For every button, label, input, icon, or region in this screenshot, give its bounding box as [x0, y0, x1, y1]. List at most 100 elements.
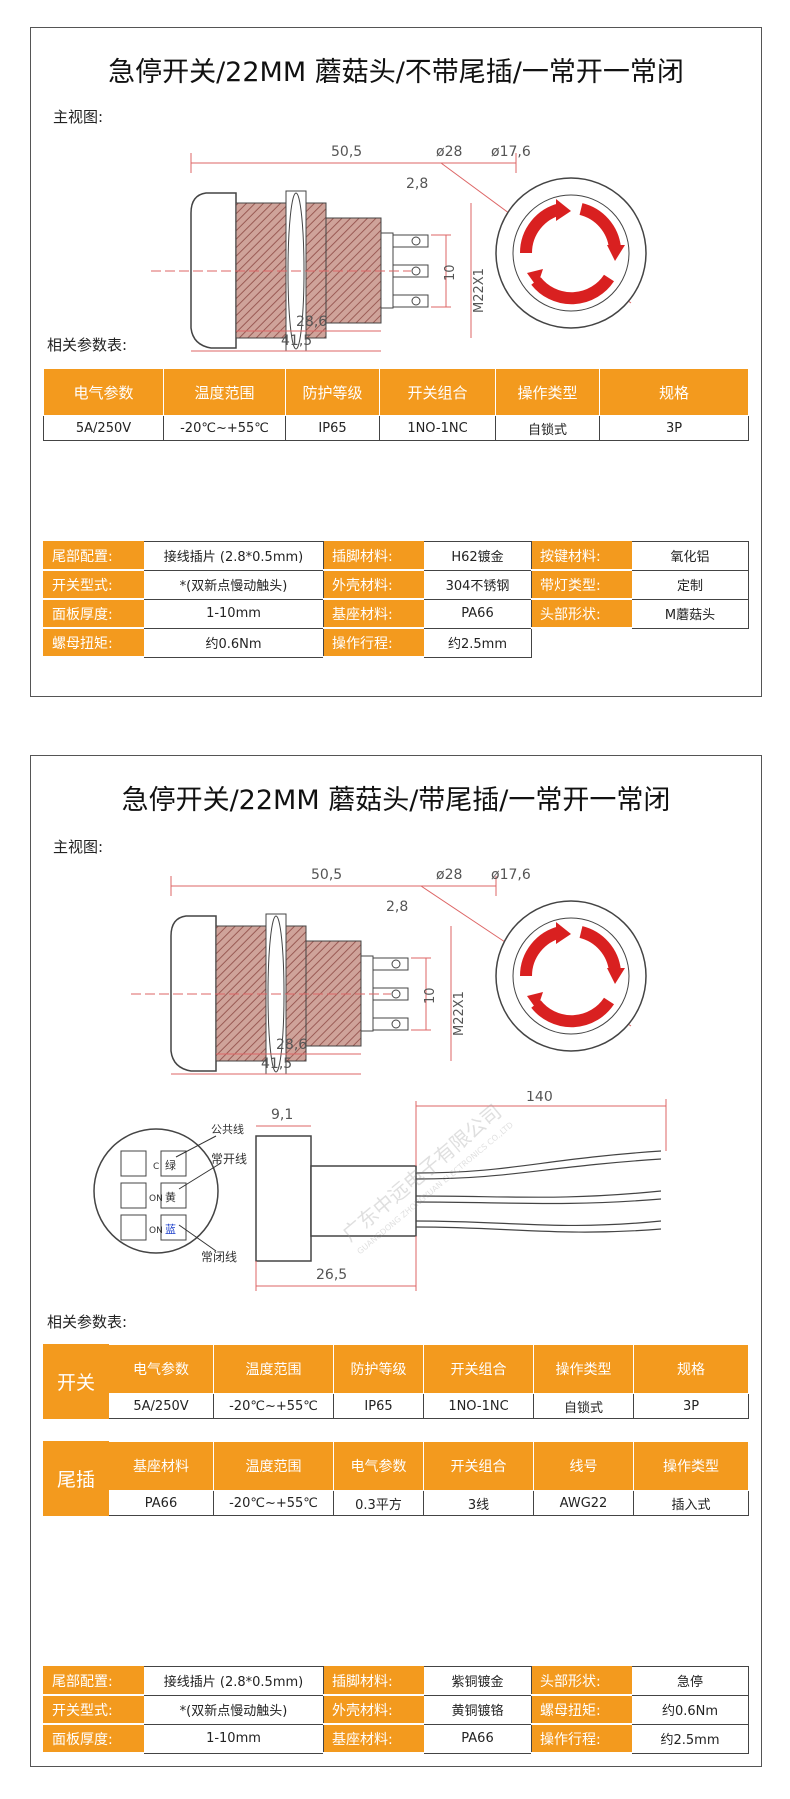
- spec-header: 电气参数: [333, 1441, 424, 1491]
- dim-wire-length: 140: [526, 1091, 553, 1105]
- table-row: 开关 电气参数 温度范围 防护等级 开关组合 操作类型 规格: [43, 1344, 749, 1419]
- dim-pin-span: 10: [423, 987, 438, 1004]
- attr-value: *(双新点慢动触头): [143, 1694, 324, 1725]
- rotation-arrows-icon: [519, 926, 621, 1028]
- dim-pin-span: 10: [443, 264, 458, 281]
- spec-value: 1NO-1NC: [379, 415, 496, 441]
- spec-header: 电气参数: [43, 368, 164, 416]
- spec-value: 自锁式: [533, 1393, 634, 1419]
- spec-value: IP65: [333, 1393, 424, 1419]
- attr-value: PA66: [423, 598, 532, 629]
- switch-spec-table: 开关 电气参数 温度范围 防护等级 开关组合 操作类型 规格 5A/250V -…: [43, 1344, 749, 1419]
- spec-header: 电气参数: [108, 1344, 214, 1394]
- front-view-drawing: 50,5 2,8 10 M22X1 28,6 41,5 ø28: [131, 867, 647, 1075]
- spec-value: 5A/250V: [43, 415, 164, 441]
- attr-value: M蘑菇头: [631, 598, 749, 629]
- attr-value: 定制: [631, 569, 749, 600]
- attribute-table: 尾部配置: 接线插片 (2.8*0.5mm) 插脚材料: 紫铜镀金 头部形状: …: [43, 1666, 749, 1754]
- table-row: 螺母扭矩: 约0.6Nm 操作行程: 约2.5mm: [43, 627, 749, 658]
- spec-header: 开关组合: [423, 1441, 534, 1491]
- attr-value: 黄铜镀铬: [423, 1694, 532, 1725]
- section-title: 急停开关/22MM 蘑菇头/带尾插/一常开一常闭: [121, 785, 671, 816]
- params-label: 相关参数表:: [47, 1313, 128, 1331]
- dim-thread: M22X1: [472, 268, 487, 313]
- spec-header: 规格: [599, 368, 749, 416]
- spec-header-row: 电气参数 温度范围 防护等级 开关组合 操作类型 规格: [43, 368, 749, 416]
- rotation-arrows-icon: [519, 203, 621, 305]
- attr-value: 304不锈钢: [423, 569, 532, 600]
- spec-value: 3P: [633, 1393, 749, 1419]
- dim-length-total: 50,5: [331, 144, 362, 160]
- spec-value: AWG22: [533, 1490, 634, 1516]
- table-row: 尾部配置: 接线插片 (2.8*0.5mm) 插脚材料: 紫铜镀金 头部形状: …: [43, 1666, 749, 1696]
- spec-value: -20℃~+55℃: [163, 415, 286, 441]
- dim-body-length: 28,6: [296, 314, 327, 330]
- spec-value: IP65: [285, 415, 380, 441]
- attr-value: 氧化铝: [631, 541, 749, 571]
- attr-value: PA66: [423, 1723, 532, 1754]
- params-label: 相关参数表:: [47, 336, 128, 354]
- spec-header: 温度范围: [163, 368, 286, 416]
- spec-header: 操作类型: [533, 1344, 634, 1394]
- attr-value: 约2.5mm: [631, 1723, 749, 1754]
- color-yellow-label: 黄: [165, 1190, 176, 1204]
- pin-c-label: C: [153, 1162, 159, 1172]
- attr-key: 基座材料:: [323, 1723, 424, 1754]
- spec-header: 操作类型: [633, 1441, 749, 1491]
- table-row: 尾插 基座材料 温度范围 电气参数 开关组合 线号 操作类型: [43, 1441, 749, 1516]
- spec-value: -20℃~+55℃: [213, 1393, 334, 1419]
- attr-key: 按键材料:: [531, 541, 632, 571]
- tail-spec-table: 尾插 基座材料 温度范围 电气参数 开关组合 线号 操作类型 PA66 -20℃…: [43, 1441, 749, 1516]
- spec-table: 电气参数 温度范围 防护等级 开关组合 操作类型 规格 5A/250V -20℃…: [43, 368, 749, 441]
- attr-key: 开关型式:: [43, 569, 144, 600]
- dim-pin-gap: 2,8: [386, 899, 408, 915]
- table-row: 开关型式: *(双新点慢动触头) 外壳材料: 304不锈钢 带灯类型: 定制: [43, 569, 749, 600]
- dim-thread: M22X1: [452, 991, 467, 1036]
- tail-row-label: 尾插: [43, 1441, 109, 1516]
- attr-key: 面板厚度:: [43, 598, 144, 629]
- spec-header: 操作类型: [495, 368, 600, 416]
- table-row: 面板厚度: 1-10mm 基座材料: PA66 操作行程: 约2.5mm: [43, 1723, 749, 1754]
- front-view-label: 主视图:: [53, 838, 104, 856]
- table-row: 开关型式: *(双新点慢动触头) 外壳材料: 黄铜镀铬 螺母扭矩: 约0.6Nm: [43, 1694, 749, 1725]
- front-view-drawing: 50,5 2,8 10 M22X1 28,6: [151, 144, 647, 352]
- connector-drawing: C ON ON 绿 黄 蓝 公共线 常开线 常闭线 9,1 140 26,5: [93, 1091, 667, 1291]
- dim-dia-outer: ø28: [436, 867, 462, 883]
- pin-on1-label: ON: [149, 1194, 163, 1204]
- spec-value: 插入式: [633, 1490, 749, 1516]
- spec-header: 温度范围: [213, 1344, 334, 1394]
- attr-key: 尾部配置:: [43, 541, 144, 571]
- attr-key: 螺母扭矩:: [531, 1694, 632, 1725]
- attr-value: 接线插片 (2.8*0.5mm): [143, 541, 324, 571]
- spec-value: -20℃~+55℃: [213, 1490, 334, 1516]
- attr-key: 操作行程:: [531, 1723, 632, 1754]
- front-view-label: 主视图:: [53, 108, 104, 126]
- pin-on2-label: ON: [149, 1226, 163, 1236]
- dim-length-body: 41,5: [261, 1056, 292, 1072]
- attr-value: 1-10mm: [143, 1723, 324, 1754]
- attr-value: 接线插片 (2.8*0.5mm): [143, 1666, 324, 1696]
- attribute-table: 尾部配置: 接线插片 (2.8*0.5mm) 插脚材料: H62镀金 按键材料:…: [43, 541, 749, 658]
- nc-wire-label: 常闭线: [201, 1250, 237, 1264]
- attr-value: 急停: [631, 1666, 749, 1696]
- attr-key: 头部形状:: [531, 598, 632, 629]
- spec-header: 防护等级: [285, 368, 380, 416]
- attr-key: 外壳材料:: [323, 1694, 424, 1725]
- attr-value: 紫铜镀金: [423, 1666, 532, 1696]
- attr-key: 基座材料:: [323, 598, 424, 629]
- attr-value: *(双新点慢动触头): [143, 569, 324, 600]
- table-row: PA66 -20℃~+55℃ 0.3平方 3线 AWG22 插入式: [44, 1490, 749, 1516]
- spec-value: 3P: [599, 415, 749, 441]
- table-row: 5A/250V -20℃~+55℃ IP65 1NO-1NC 自锁式 3P: [44, 1393, 749, 1419]
- dim-pin-gap: 2,8: [406, 176, 428, 192]
- spec-value: 自锁式: [495, 415, 600, 441]
- dim-dia-outer: ø28: [436, 144, 462, 160]
- panel-with-tail: 急停开关/22MM 蘑菇头/带尾插/一常开一常闭 主视图: 50,5 2,8 1…: [30, 755, 762, 1767]
- dim-connector-body-length: 26,5: [316, 1267, 347, 1283]
- attr-key: 插脚材料:: [323, 541, 424, 571]
- attr-value: 约2.5mm: [423, 627, 532, 658]
- dim-length-body: 41,5: [281, 333, 312, 349]
- spec-header: 基座材料: [108, 1441, 214, 1491]
- attr-key: 头部形状:: [531, 1666, 632, 1696]
- spec-value: 0.3平方: [333, 1490, 424, 1516]
